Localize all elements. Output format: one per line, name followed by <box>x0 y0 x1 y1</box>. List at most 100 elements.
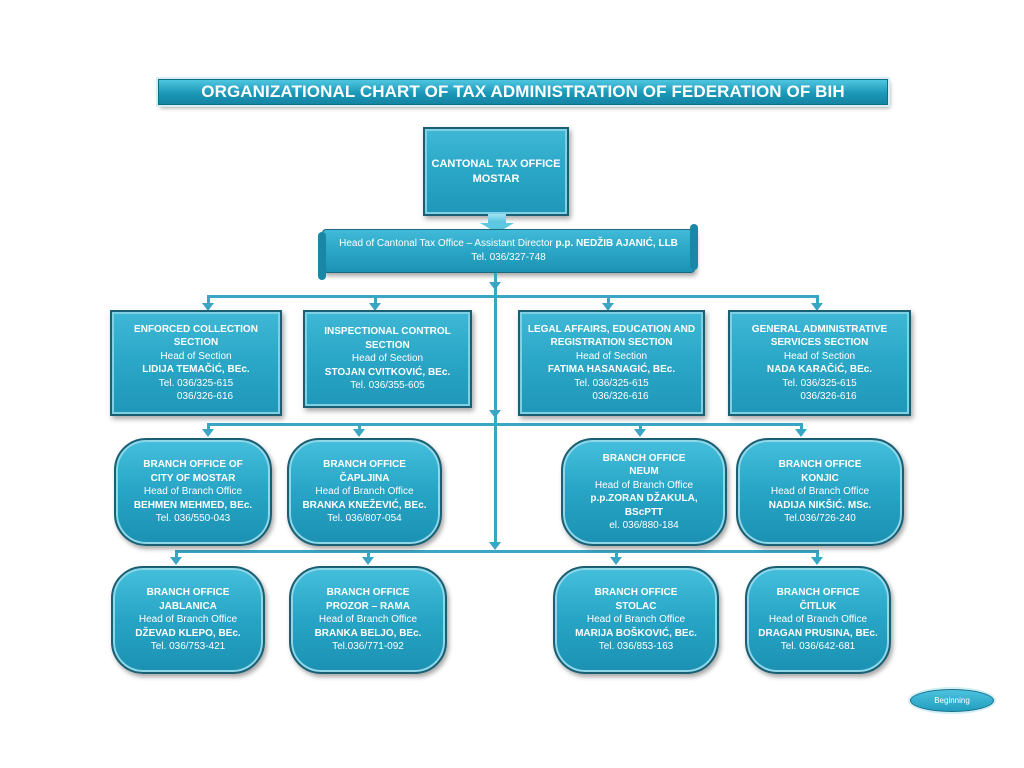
connector-arrow-icon <box>202 429 214 437</box>
section-title: SECTION <box>365 339 410 351</box>
section-tel: Tel. 036/325-615 <box>782 377 857 389</box>
top-office-line1: CANTONAL TAX OFFICE <box>431 157 561 170</box>
branch-title: ČAPLJINA <box>339 472 390 484</box>
branch-title: BRANCH OFFICE OF <box>143 459 243 471</box>
connector-arrow-icon <box>489 410 501 418</box>
down-arrow-icon <box>480 223 514 233</box>
branch-head-name: NADIJA NIKŠIĆ. MSc. <box>768 499 872 511</box>
connector-arrow-icon <box>489 542 501 550</box>
branch-title: BRANCH OFFICE <box>602 452 686 464</box>
down-arrow-shaft <box>488 214 506 224</box>
section-role: Head of Section <box>575 350 648 362</box>
branch-tel: Tel. 036/753-421 <box>150 641 226 653</box>
branch-office-box: BRANCH OFFICE KONJIC Head of Branch Offi… <box>736 438 904 546</box>
branch-tel: Tel. 036/807-054 <box>327 513 402 525</box>
beginning-button[interactable]: Beginning <box>910 689 994 712</box>
section-box: ENFORCED COLLECTION SECTION Head of Sect… <box>110 310 282 416</box>
branch-title: BRANCH OFFICE <box>778 459 862 471</box>
head-of-office-banner: Head of Cantonal Tax Office – Assistant … <box>322 229 695 273</box>
branch-role: Head of Branch Office <box>586 614 686 626</box>
section-drop <box>374 295 377 306</box>
branch-title: CITY OF MOSTAR <box>150 472 236 484</box>
connector-arrow-icon <box>811 557 823 565</box>
branch-tel: Tel. 036/550-043 <box>155 513 231 525</box>
head-of-office-name: p.p. NEDŽIB AJANIĆ, LLB <box>555 238 678 249</box>
branch-office-box: BRANCH OFFICE PROZOR – RAMA Head of Bran… <box>289 566 447 674</box>
section-title: LEGAL AFFAIRS, EDUCATION AND <box>527 323 696 335</box>
section-tel: 036/326-616 <box>176 391 234 402</box>
head-of-office-line: Head of Cantonal Tax Office – Assistant … <box>323 237 694 251</box>
branch-drop <box>816 550 819 560</box>
head-of-office-prefix: Head of Cantonal Tax Office – Assistant … <box>339 238 556 249</box>
scroll-curl-right <box>690 224 698 270</box>
branch-head-name: BEHMEN MEHMED, BEc. <box>133 499 253 511</box>
branch-title: BRANCH OFFICE <box>594 587 678 599</box>
section-drop <box>607 295 610 306</box>
branch-office-box: BRANCH OFFICE ČITLUK Head of Branch Offi… <box>745 566 891 674</box>
branch-role: Head of Branch Office <box>315 486 414 498</box>
section-role: Head of Section <box>351 353 424 365</box>
connector-arrow-icon <box>353 429 365 437</box>
branch-drop <box>367 550 370 560</box>
branch-office-box: BRANCH OFFICE JABLANICA Head of Branch O… <box>111 566 265 674</box>
branch-title: PROZOR – RAMA <box>326 600 410 612</box>
branch-head-name: BRANKA KNEŽEVIĆ, BEc. <box>302 499 427 511</box>
head-of-office-tel: Tel. 036/327-748 <box>471 252 546 263</box>
branch-title: BRANCH OFFICE <box>146 587 230 599</box>
branch-title: BRANCH OFFICE <box>323 459 406 471</box>
branches-row1-connector <box>207 423 803 426</box>
branch-role: Head of Branch Office <box>594 479 694 491</box>
section-role: Head of Section <box>160 350 232 362</box>
branch-office-box: BRANCH OFFICE STOLAC Head of Branch Offi… <box>553 566 719 674</box>
branch-tel: Tel.036/771-092 <box>332 641 404 653</box>
branch-title: NEUM <box>629 466 659 477</box>
section-tel: Tel. 036/325-615 <box>158 377 234 389</box>
branch-drop <box>615 550 618 560</box>
section-head-name: LIDIJA TEMAČiĆ, BEc. <box>142 364 250 375</box>
section-head-name: FATIMA HASANAGIĆ, BEc. <box>547 364 676 375</box>
section-head-name: STOJAN CVITKOVIĆ, BEc. <box>324 366 451 378</box>
branch-office-box: BRANCH OFFICE ČAPLJINA Head of Branch Of… <box>287 438 442 546</box>
branch-drop <box>175 550 178 560</box>
branch-title: ČITLUK <box>799 600 837 612</box>
branch-head-name: DŽEVAD KLEPO, BEc. <box>135 627 241 639</box>
section-box: LEGAL AFFAIRS, EDUCATION AND REGISTRATIO… <box>518 310 705 416</box>
branch-role: Head of Branch Office <box>138 614 238 626</box>
branches-row2-connector <box>175 550 816 553</box>
branch-drop <box>639 423 642 431</box>
section-role: Head of Section <box>783 350 856 362</box>
section-title: SERVICES SECTION <box>770 337 869 348</box>
section-tel: 036/326-616 <box>800 391 857 402</box>
connector-arrow-icon <box>170 557 182 565</box>
branch-title: JABLANICA <box>159 600 217 612</box>
branch-head-name: p.p.ZORAN DŽAKULA, <box>590 493 698 504</box>
branch-head-degree: BScPTT <box>624 506 664 518</box>
branch-role: Head of Branch Office <box>143 486 243 498</box>
branch-title: BRANCH OFFICE <box>776 587 860 599</box>
branch-role: Head of Branch Office <box>768 614 868 626</box>
chart-title: ORGANIZATIONAL CHART OF TAX ADMINISTRATI… <box>158 79 888 105</box>
branch-role: Head of Branch Office <box>770 486 870 498</box>
connector-arrow-icon <box>202 303 214 311</box>
connector-arrow-icon <box>610 557 622 565</box>
branch-office-box: BRANCH OFFICE OF CITY OF MOSTAR Head of … <box>114 438 272 546</box>
branch-drop <box>358 423 361 431</box>
connector-arrow-icon <box>602 303 614 311</box>
connector-arrow-icon <box>369 303 381 311</box>
section-head-name: NADA KARAČiĆ, BEc. <box>766 364 873 375</box>
connector-arrow-icon <box>362 557 374 565</box>
section-title: GENERAL ADMINISTRATIVE <box>751 323 888 335</box>
branch-head-name: BRANKA BELJO, BEc. <box>314 627 422 639</box>
connector-arrow-icon <box>634 429 646 437</box>
branch-head-name: MARIJA BOŠKOVIĆ, BEc. <box>575 627 697 639</box>
section-title: ENFORCED COLLECTION <box>134 323 258 335</box>
sections-connector <box>207 295 819 298</box>
central-connector <box>494 273 497 546</box>
section-title: SECTION <box>173 337 219 348</box>
scroll-curl-left <box>318 232 326 280</box>
connector-arrow-icon <box>489 282 501 290</box>
top-office-line2: MOSTAR <box>472 172 520 185</box>
branch-title: STOLAC <box>615 600 657 612</box>
section-drop <box>207 295 210 306</box>
branch-head-name: DRAGAN PRUSINA, BEc. <box>758 627 878 639</box>
